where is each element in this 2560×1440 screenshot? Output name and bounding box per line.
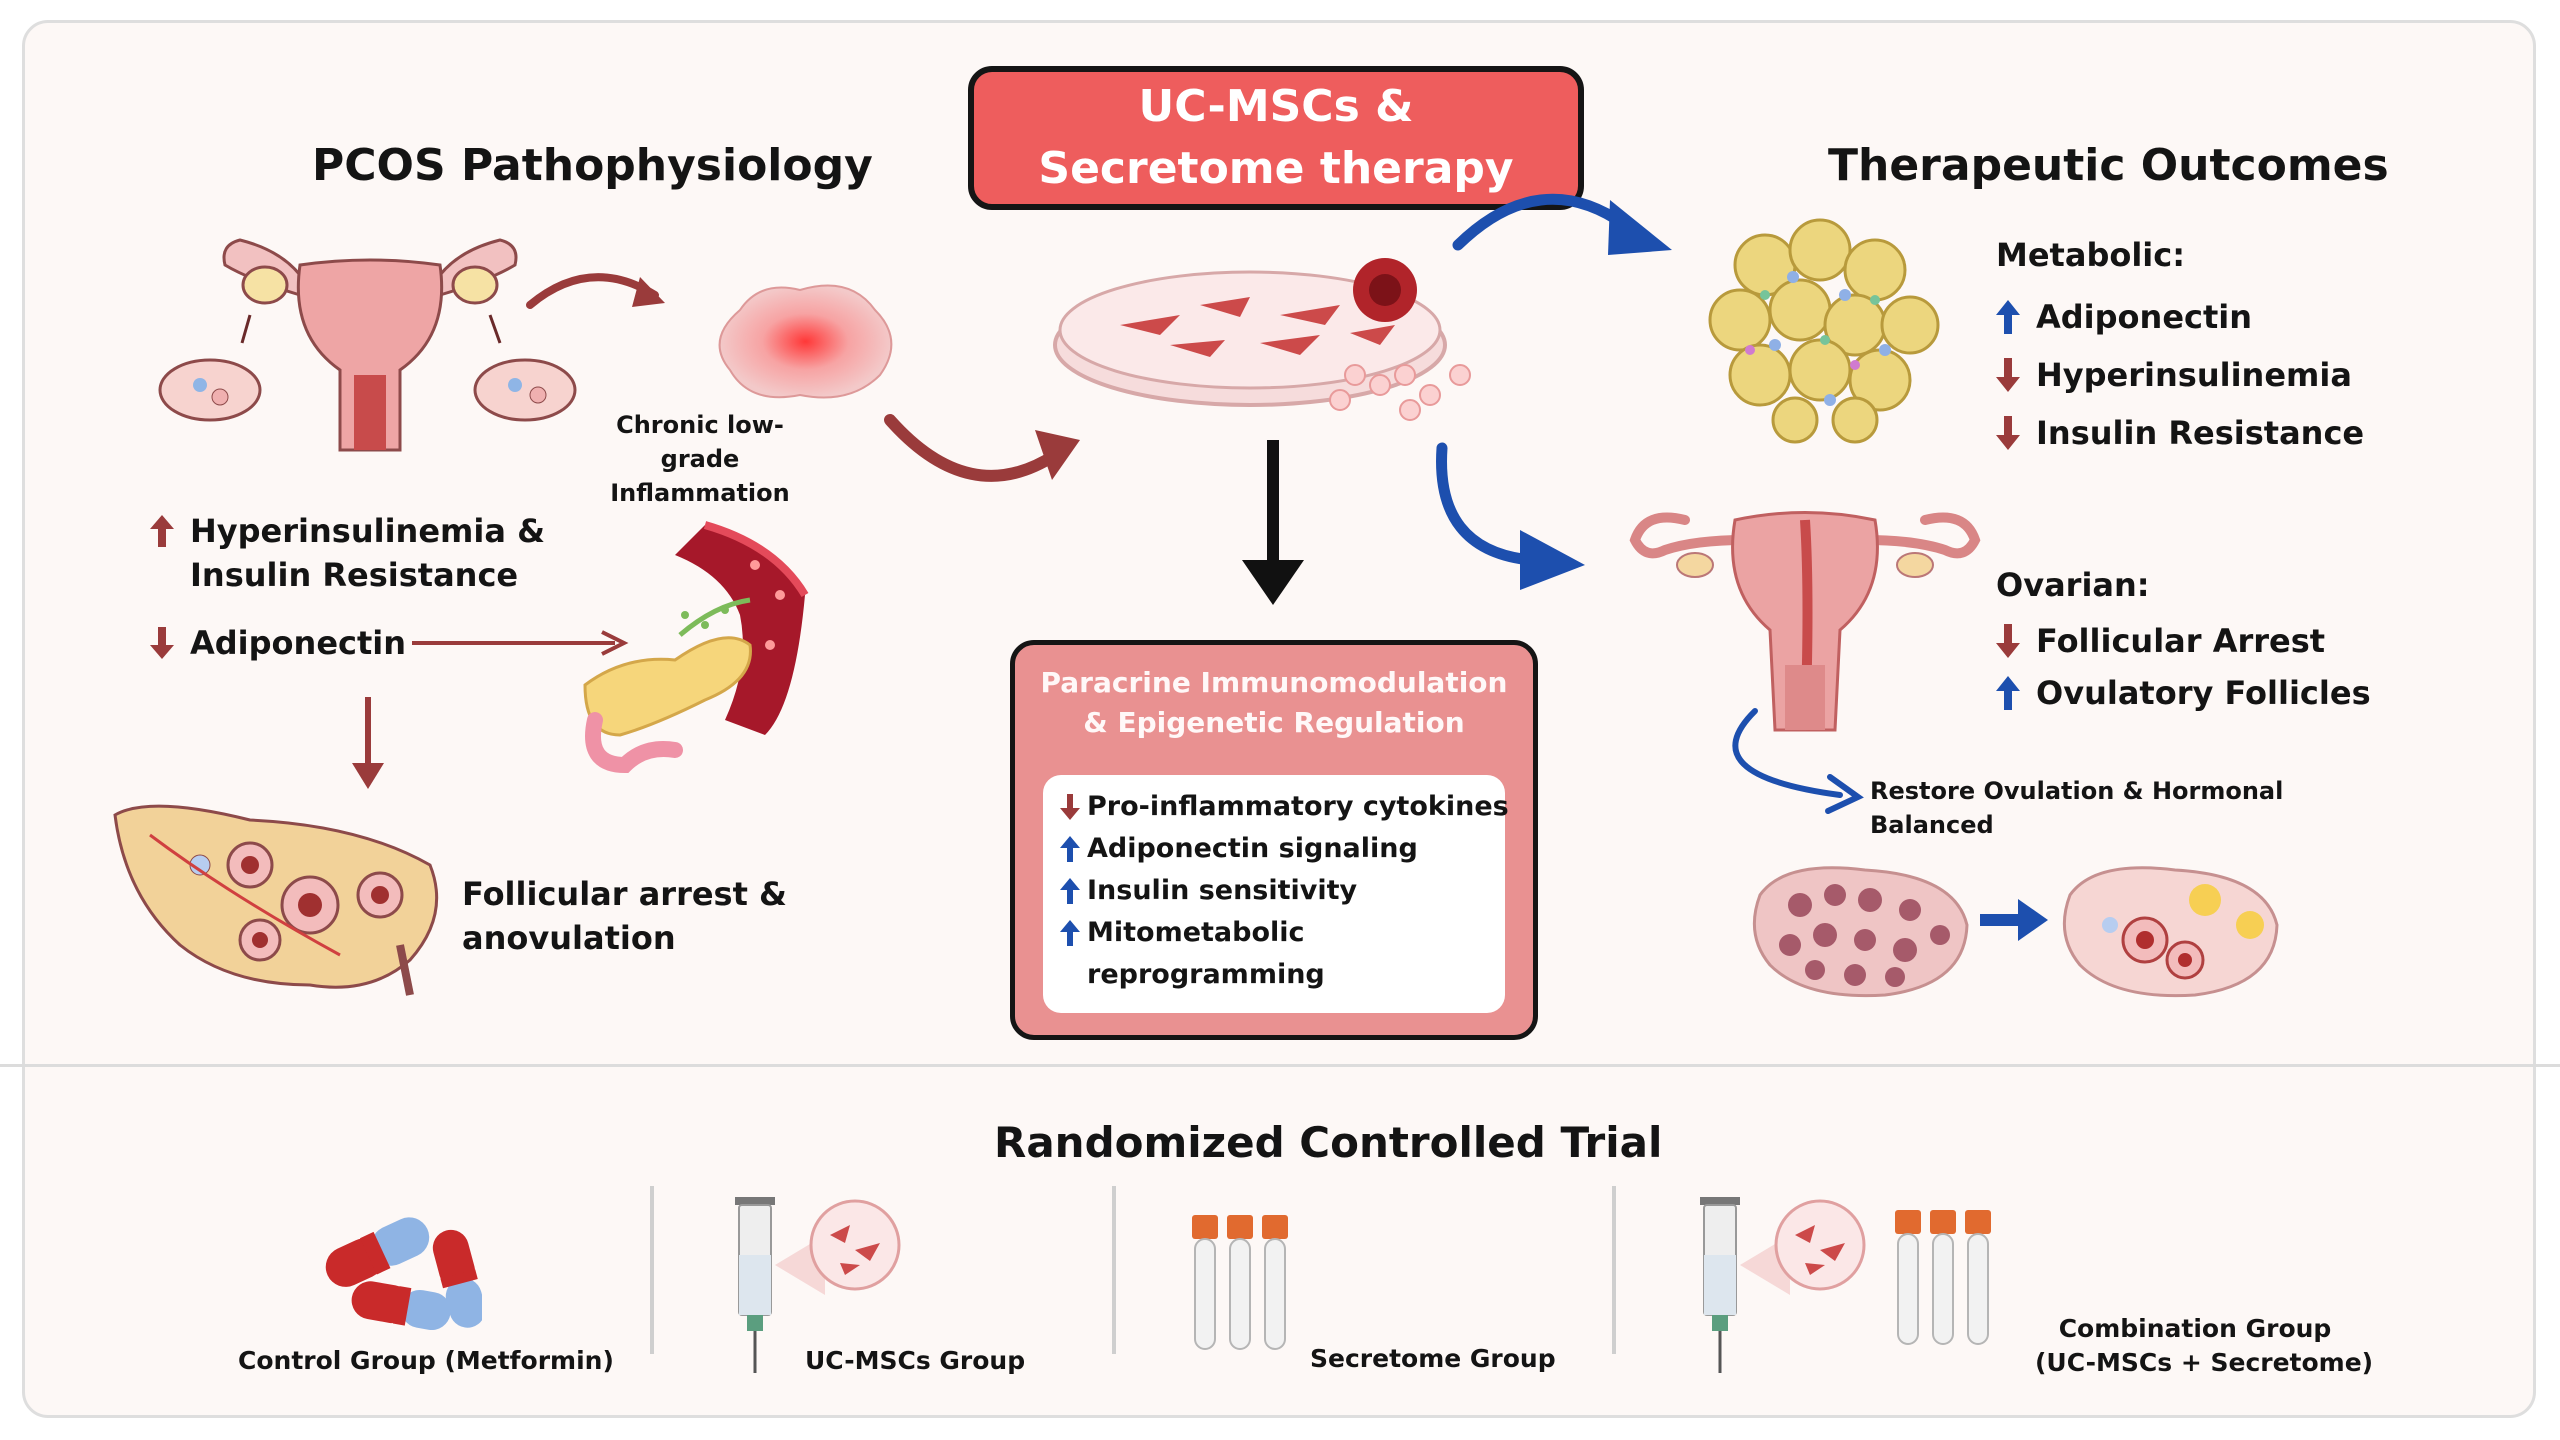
metabolic-item: Hyperinsulinemia: [1994, 356, 2352, 394]
uterus-icon: [1629, 511, 1981, 732]
curved-arrow-icon: [1436, 442, 1585, 590]
mechanism-title: Paracrine Immunomodulation & Epigenetic …: [1015, 663, 1533, 743]
mechanism-item-text: Adiponectin signaling: [1087, 833, 1418, 864]
follicular-arrest-label: Follicular arrest & anovulation: [462, 872, 787, 960]
trial-group-label: Combination Group (UC-MSCs + Secretome): [2035, 1312, 2374, 1380]
trial-group-label: Secretome Group: [1310, 1344, 1556, 1373]
trial-heading: Randomized Controlled Trial: [994, 1118, 1663, 1167]
up-arrow-icon: [1060, 877, 1080, 904]
pcos-heading: PCOS Pathophysiology: [312, 140, 873, 191]
group-separator: [1112, 1186, 1116, 1354]
down-arrow-icon: [1996, 624, 2020, 658]
down-arrow-icon: [1060, 793, 1080, 820]
metabolic-item: Adiponectin: [1994, 298, 2252, 336]
inflammation-label-line1: Chronic low-grade: [616, 411, 784, 473]
follicular-line1: Follicular arrest &: [462, 875, 787, 913]
group-separator: [650, 1186, 654, 1354]
section-divider: [0, 1064, 2560, 1067]
mechanism-title-line1: Paracrine Immunomodulation: [1040, 666, 1508, 699]
sample-tubes-icon: [1895, 1210, 1991, 1345]
pancreas-vessel-icon: [583, 521, 809, 774]
up-arrow-icon: [150, 515, 174, 547]
mechanism-item: Adiponectin signaling: [1059, 833, 1418, 864]
therapy-title: UC-MSCs & Secretome therapy: [1038, 81, 1514, 194]
left-item-adiponectin: Adiponectin: [148, 624, 406, 662]
group-separator: [1612, 1186, 1616, 1354]
left-item-text: Adiponectin: [190, 624, 407, 662]
mechanism-item-text: reprogramming: [1087, 959, 1325, 990]
restore-line2: Balanced: [1870, 811, 1994, 839]
restore-label: Restore Ovulation & Hormonal Balanced: [1870, 774, 2283, 842]
syringe-cells-icon: [1700, 1197, 1866, 1373]
ovarian-label: Ovarian:: [1996, 566, 2150, 604]
trial-group-label-line1: Combination Group: [2058, 1314, 2332, 1343]
curved-arrow-icon: [884, 414, 1080, 482]
ovarian-item-text: Ovulatory Follicles: [2036, 674, 2371, 712]
inflamed-tissue-icon: [718, 284, 893, 399]
restore-line1: Restore Ovulation & Hormonal: [1870, 777, 2284, 805]
healthy-ovary-icon: [2062, 866, 2279, 998]
ovary-follicles-icon: [113, 804, 439, 996]
left-item-text: Hyperinsulinemia &: [190, 512, 545, 550]
down-arrow-icon: [352, 697, 384, 789]
right-arrow-icon: [412, 630, 629, 656]
curved-arrow-icon: [526, 273, 665, 309]
ovarian-item: Ovulatory Follicles: [1994, 674, 2371, 712]
mechanism-item: Mitometabolic: [1059, 917, 1305, 948]
metabolic-item-text: Adiponectin: [2036, 298, 2253, 336]
mechanism-item-text: Mitometabolic: [1087, 917, 1305, 948]
right-arrow-icon: [1980, 899, 2048, 941]
syringe-cells-icon: [735, 1197, 901, 1373]
mechanism-item: Insulin sensitivity: [1059, 875, 1357, 906]
up-arrow-icon: [1996, 300, 2020, 334]
outcomes-heading: Therapeutic Outcomes: [1828, 140, 2389, 191]
metabolic-label: Metabolic:: [1996, 236, 2186, 274]
trial-group-label-line2: (UC-MSCs + Secretome): [2035, 1348, 2374, 1377]
left-item-text-line2: Insulin Resistance: [190, 556, 519, 594]
mechanism-title-line2: & Epigenetic Regulation: [1083, 706, 1465, 739]
adipose-tissue-icon: [1708, 218, 1940, 444]
metabolic-item-text: Insulin Resistance: [2036, 414, 2365, 452]
up-arrow-icon: [1060, 835, 1080, 862]
down-arrow-icon: [1242, 440, 1304, 605]
trial-group-label: UC-MSCs Group: [805, 1346, 1026, 1375]
mechanism-box: Paracrine Immunomodulation & Epigenetic …: [1010, 640, 1538, 1040]
inflammation-label: Chronic low-grade Inflammation: [577, 408, 823, 510]
therapy-title-box: UC-MSCs & Secretome therapy: [968, 66, 1584, 210]
down-arrow-icon: [150, 627, 174, 659]
petri-dish-icon: [1053, 258, 1471, 421]
uterus-ovaries-icon: [158, 238, 577, 452]
curved-arrow-icon: [1732, 708, 1864, 814]
mechanism-item: reprogramming: [1087, 959, 1325, 990]
sample-tubes-icon: [1192, 1215, 1288, 1350]
mechanism-item-text: Pro-inflammatory cytokines: [1087, 791, 1509, 822]
mechanism-item: Pro-inflammatory cytokines: [1059, 791, 1509, 822]
trial-group-label: Control Group (Metformin): [238, 1346, 614, 1375]
down-arrow-icon: [1996, 416, 2020, 450]
polycystic-ovary-icon: [1752, 866, 1969, 998]
follicular-line2: anovulation: [462, 919, 676, 957]
inflammation-label-line2: Inflammation: [610, 479, 790, 507]
left-item-hyperinsulinemia: Hyperinsulinemia &: [148, 512, 545, 550]
ovarian-item-text: Follicular Arrest: [2036, 622, 2326, 660]
metabolic-item-text: Hyperinsulinemia: [2036, 356, 2352, 394]
capsule-icon: [325, 1217, 482, 1330]
up-arrow-icon: [1060, 919, 1080, 946]
curved-arrow-icon: [1452, 193, 1672, 255]
mechanism-item-text: Insulin sensitivity: [1087, 875, 1358, 906]
down-arrow-icon: [1996, 358, 2020, 392]
ovarian-item: Follicular Arrest: [1994, 622, 2325, 660]
metabolic-item: Insulin Resistance: [1994, 414, 2364, 452]
mechanism-list: Pro-inflammatory cytokines Adiponectin s…: [1043, 775, 1509, 1013]
up-arrow-icon: [1996, 676, 2020, 710]
